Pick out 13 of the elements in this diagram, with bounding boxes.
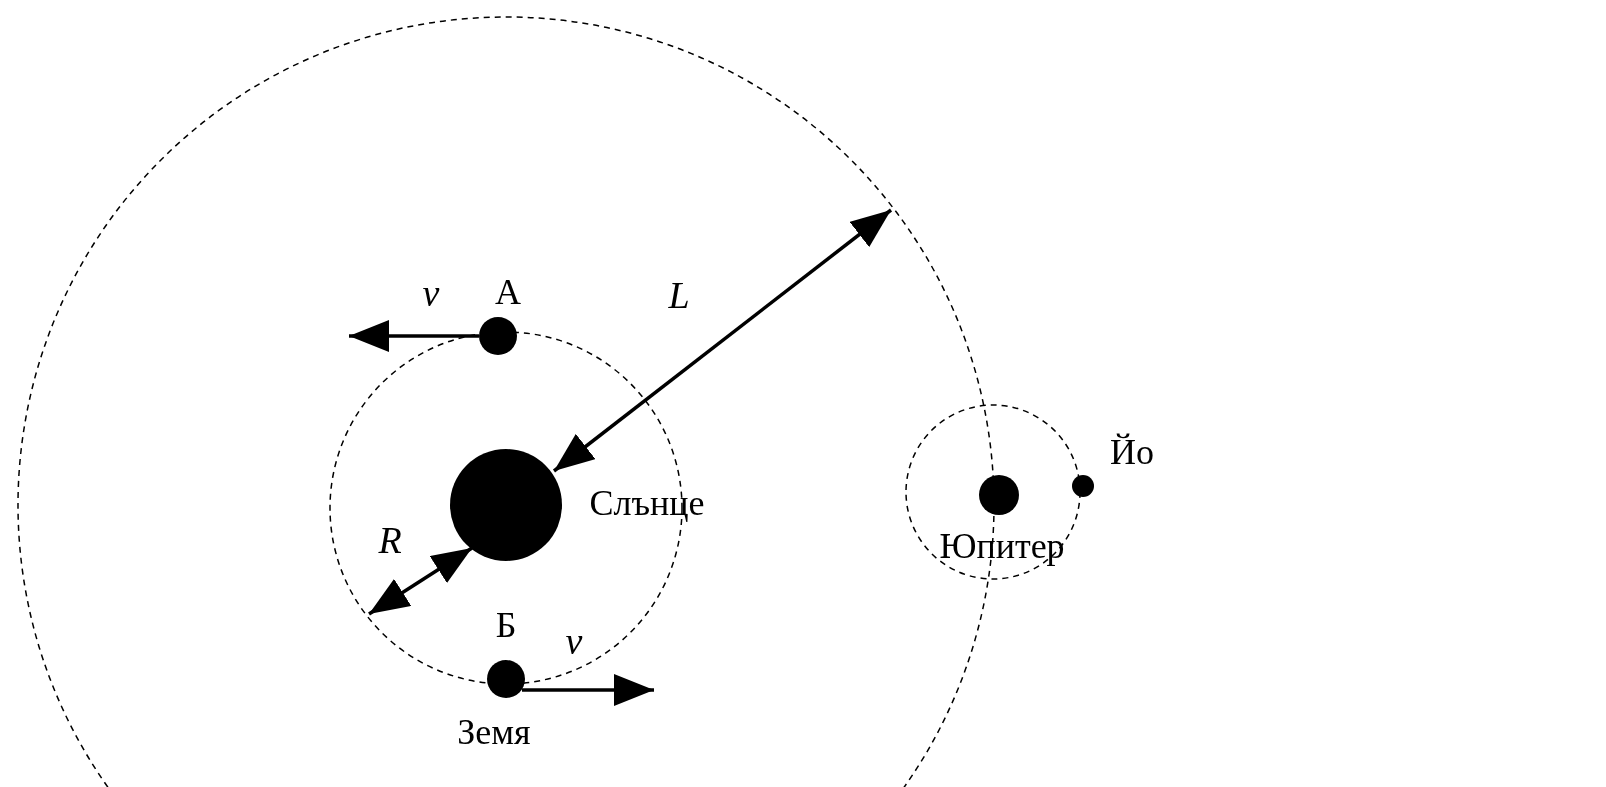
- body-label: Слънце: [589, 485, 705, 521]
- planet-dot: [979, 475, 1019, 515]
- radius-label: R: [378, 521, 402, 559]
- body-label: Земя: [457, 714, 531, 750]
- moon-dot: [1072, 475, 1094, 497]
- velocity-label: v: [422, 274, 440, 312]
- point-label: А: [495, 274, 521, 310]
- point-label: Б: [495, 607, 517, 643]
- earth-position-dot: [487, 660, 525, 698]
- body-label: Йо: [1110, 434, 1154, 470]
- velocity-label: v: [565, 622, 583, 660]
- earth-position-dot: [479, 317, 517, 355]
- distance-label: L: [668, 276, 690, 314]
